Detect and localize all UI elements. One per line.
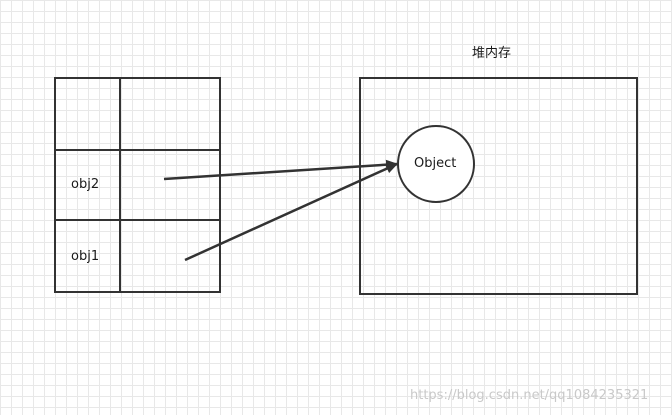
obj2-reference-arrow <box>163 159 398 181</box>
object-circle <box>397 125 475 203</box>
watermark: https://blog.csdn.net/qq1084235321 <box>410 388 649 403</box>
stack-row-label-obj1: obj1 <box>71 249 100 264</box>
stack-row-label-obj2: obj2 <box>71 177 100 192</box>
object-label: Object <box>414 156 457 171</box>
stack-table <box>54 77 221 293</box>
heap-title: 堆内存 <box>472 46 512 61</box>
heap-box <box>359 77 638 295</box>
stack-table-border <box>54 77 221 293</box>
obj1-reference-arrow <box>184 162 398 262</box>
